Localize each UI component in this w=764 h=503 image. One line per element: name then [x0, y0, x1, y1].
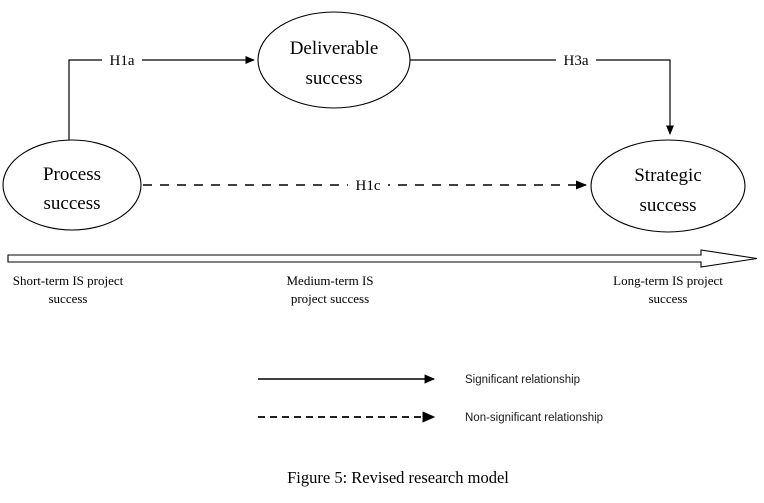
node-deliverable-label-line2: success: [306, 68, 363, 89]
timeline-phase-long-line2: success: [649, 291, 688, 306]
timeline-phase-short: Short-term IS project success: [13, 273, 124, 306]
edge-h3a-path: [410, 59, 675, 135]
edge-h1c-label-bg: [348, 175, 388, 195]
timeline-phase-short-line1: Short-term IS project: [13, 273, 124, 288]
legend: Significant relationship Non-significant…: [258, 374, 603, 424]
node-deliverable-label-line1: Deliverable: [290, 38, 379, 59]
timeline-arrow-shape: [7, 249, 758, 268]
timeline-phase-medium-line1: Medium-term IS: [286, 273, 373, 288]
timeline-arrow: [7, 249, 758, 268]
node-strategic-label-line1: Strategic: [634, 165, 702, 186]
edge-h1a-label: H1a: [110, 53, 135, 69]
timeline-phase-medium: Medium-term IS project success: [286, 273, 373, 306]
timeline-phase-short-line2: success: [49, 291, 88, 306]
node-deliverable-ellipse: [257, 11, 411, 109]
edge-h1c-label: H1c: [356, 178, 381, 194]
edge-h3a: H3a: [410, 50, 675, 135]
legend-item-non-significant: Non-significant relationship: [258, 411, 603, 424]
legend-item-significant: Significant relationship: [258, 374, 580, 386]
legend-non-significant-label: Non-significant relationship: [465, 412, 603, 424]
edge-h1a: H1a: [68, 50, 255, 141]
edge-h3a-label: H3a: [564, 53, 589, 69]
timeline-phase-long: Long-term IS project success: [613, 273, 723, 306]
node-deliverable-success[interactable]: Deliverable success: [257, 11, 411, 109]
timeline-phase-medium-line2: project success: [291, 291, 369, 306]
node-process-ellipse: [2, 139, 142, 231]
edge-h1a-path: [68, 55, 255, 141]
figure-caption: Figure 5: Revised research model: [287, 468, 509, 487]
timeline-phase-long-line1: Long-term IS project: [613, 273, 723, 288]
node-process-label-line1: Process: [43, 164, 101, 185]
node-process-label-line2: success: [44, 193, 101, 214]
node-strategic-success[interactable]: Strategic success: [590, 139, 746, 233]
edge-h3a-label-bg: [556, 50, 596, 70]
node-strategic-ellipse: [590, 139, 746, 233]
node-process-success[interactable]: Process success: [2, 139, 142, 231]
edge-h1a-label-bg: [102, 50, 142, 70]
legend-significant-label: Significant relationship: [465, 374, 580, 386]
node-strategic-label-line2: success: [640, 195, 697, 216]
edge-h1c: H1c: [143, 175, 588, 195]
